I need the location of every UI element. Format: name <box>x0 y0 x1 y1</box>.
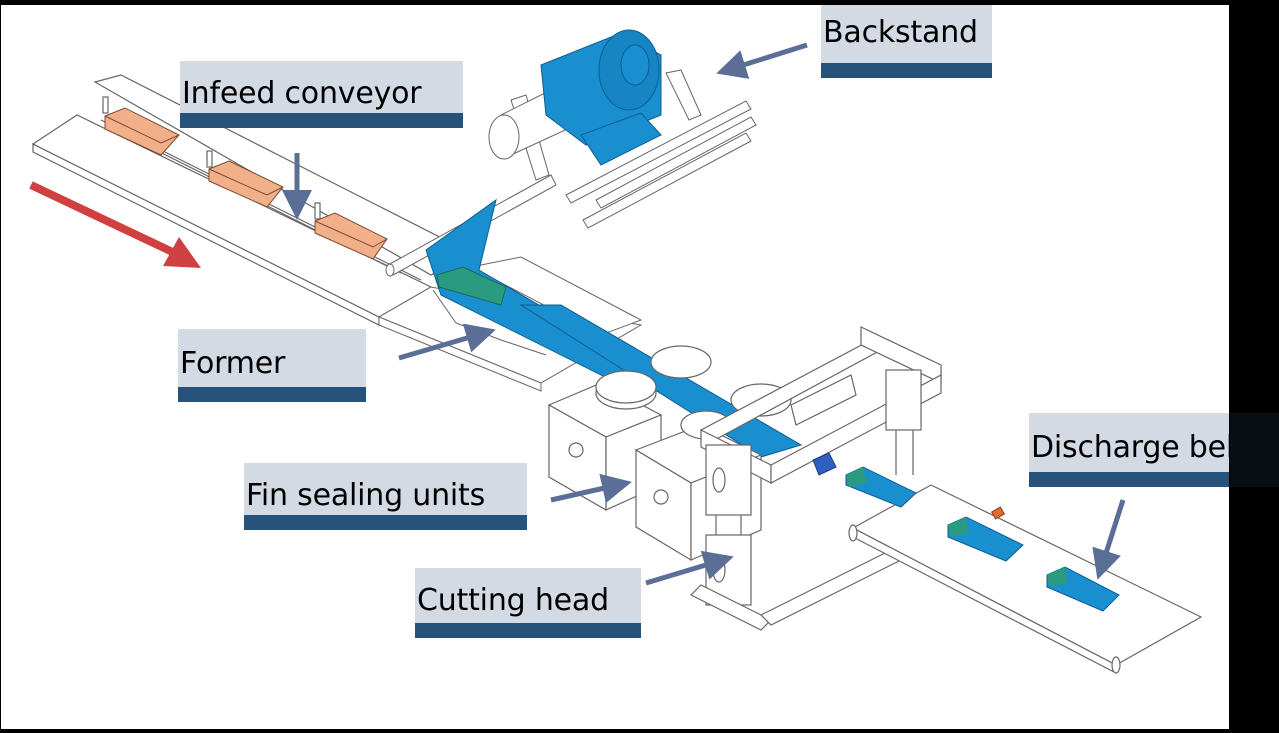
unwrapped-products <box>104 107 388 260</box>
label-bar <box>180 113 463 128</box>
machine-drawing <box>29 29 1203 674</box>
print-mark <box>990 506 1006 520</box>
product-entering-former <box>436 266 507 306</box>
label-discharge-text: Discharge belt <box>1031 430 1229 465</box>
diagram-canvas: Backstand Infeed conveyor Former Fin sea… <box>1 5 1229 729</box>
label-bar <box>821 63 992 78</box>
flow-direction-arrow <box>29 181 201 268</box>
label-discharge-belt: Discharge belt <box>1029 413 1229 487</box>
label-former-text: Former <box>180 346 286 381</box>
label-fin-sealing-units: Fin sealing units <box>244 463 527 530</box>
label-bar <box>178 387 366 402</box>
callout-arrows <box>282 42 1126 586</box>
wrapped-product-1 <box>812 452 837 476</box>
former <box>377 198 643 392</box>
product-2 <box>208 160 284 208</box>
label-infeed-text: Infeed conveyor <box>182 76 422 111</box>
label-bar <box>415 623 641 638</box>
label-backstand: Backstand <box>821 5 992 78</box>
product-3 <box>314 212 388 260</box>
cutting-head <box>689 326 953 631</box>
label-overflow-shade <box>1230 413 1279 487</box>
label-cutting-head-text: Cutting head <box>417 583 609 618</box>
label-backstand-text: Backstand <box>823 15 978 50</box>
arrow-former <box>398 323 496 361</box>
label-bar <box>1029 472 1229 487</box>
arrow-backstand <box>716 42 808 79</box>
label-bar <box>244 515 527 530</box>
arrow-cutting-head <box>645 550 734 586</box>
fin-sealing-units <box>547 345 792 562</box>
arrow-discharge <box>1092 499 1126 580</box>
label-infeed-conveyor: Infeed conveyor <box>180 61 463 128</box>
label-fin-sealing-text: Fin sealing units <box>246 478 486 513</box>
discharge-belt <box>848 484 1203 674</box>
wrapped-products <box>812 452 1120 612</box>
label-cutting-head: Cutting head <box>415 568 641 638</box>
label-former: Former <box>178 329 366 402</box>
arrow-fin-sealing <box>550 473 632 504</box>
